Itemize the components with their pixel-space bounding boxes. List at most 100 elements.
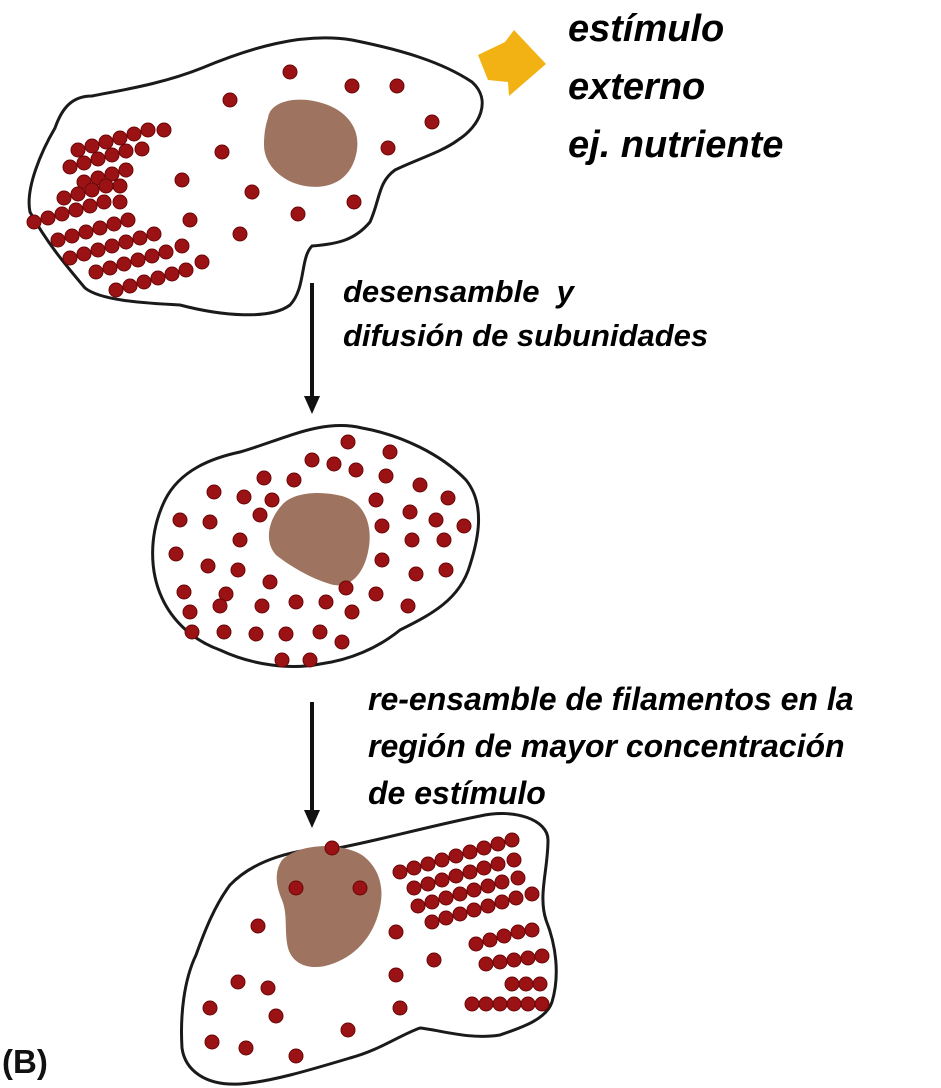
filament	[88, 238, 190, 280]
subunit	[112, 178, 128, 194]
subunit	[412, 477, 428, 493]
subunit	[68, 202, 84, 218]
subunit	[518, 976, 534, 992]
filament	[62, 141, 150, 175]
subunit	[140, 122, 156, 138]
subunit	[490, 856, 506, 872]
subunit	[334, 634, 350, 650]
subunit	[98, 178, 114, 194]
subunit	[146, 226, 162, 242]
subunit	[230, 974, 246, 990]
subunit	[510, 924, 526, 940]
subunit	[346, 194, 362, 210]
step2-caption-line: re-ensamble de filamentos en la	[368, 681, 854, 717]
step1-caption-line: difusión de subunidades	[343, 318, 709, 353]
down-arrow-icon	[304, 283, 320, 414]
subunit	[206, 484, 222, 500]
subunit	[504, 976, 520, 992]
subunit	[184, 624, 200, 640]
subunit	[182, 212, 198, 228]
subunit	[244, 184, 260, 200]
subunit	[236, 489, 252, 505]
subunit	[462, 864, 478, 880]
cell-top-filaments	[26, 122, 210, 298]
subunit	[426, 952, 442, 968]
subunit	[118, 162, 134, 178]
subunit	[260, 980, 276, 996]
subunit	[62, 159, 78, 175]
cell-top	[26, 36, 484, 317]
subunit	[56, 190, 72, 206]
filament	[50, 212, 136, 248]
subunit	[218, 586, 234, 602]
stimulus-caption-line: externo	[568, 66, 706, 108]
subunit	[534, 996, 550, 1012]
down-arrow-icon	[304, 702, 320, 828]
subunit	[466, 902, 482, 918]
subunit	[202, 1000, 218, 1016]
subunit	[448, 848, 464, 864]
subunit	[116, 256, 132, 272]
subunit	[440, 490, 456, 506]
subunit	[40, 210, 56, 226]
subunit	[274, 652, 290, 668]
subunit	[389, 78, 405, 94]
subunit	[150, 270, 166, 286]
subunit	[248, 626, 264, 642]
subunit	[480, 898, 496, 914]
subunit	[144, 248, 160, 264]
panel-label: (B)	[2, 1043, 48, 1080]
subunit	[344, 604, 360, 620]
stimulus-caption-line: ej. nutriente	[568, 124, 784, 166]
subunit	[194, 254, 210, 270]
subunit	[408, 566, 424, 582]
subunit	[438, 890, 454, 906]
subunit	[380, 140, 396, 156]
subunit	[424, 914, 440, 930]
subunit	[352, 880, 368, 896]
subunit	[468, 936, 484, 952]
subunit	[476, 840, 492, 856]
subunit	[400, 598, 416, 614]
subunit	[492, 996, 508, 1012]
stimulus-arrow-icon	[478, 30, 546, 96]
cell-bottom-membrane	[180, 812, 558, 1086]
subunit	[64, 228, 80, 244]
subunit	[482, 932, 498, 948]
subunit	[406, 880, 422, 896]
subunit	[520, 996, 536, 1012]
subunit	[448, 868, 464, 884]
subunit	[524, 922, 540, 938]
subunit	[176, 584, 192, 600]
step2-caption: re-ensamble de filamentos en la región d…	[368, 676, 854, 817]
subunit	[534, 948, 550, 964]
subunit	[344, 78, 360, 94]
subunit	[494, 874, 510, 890]
subunit	[134, 141, 150, 157]
subunit	[122, 278, 138, 294]
subunit	[462, 844, 478, 860]
subunit	[54, 206, 70, 222]
subunit	[112, 130, 128, 146]
subunit	[200, 558, 216, 574]
cell-top-free-subunits	[174, 64, 440, 242]
cell-bottom-free-subunits	[202, 840, 442, 1064]
filament	[392, 832, 520, 880]
filament	[26, 194, 128, 230]
subunit	[282, 64, 298, 80]
subunit	[392, 1000, 408, 1016]
filament	[464, 996, 550, 1012]
subunit	[252, 507, 268, 523]
cell-bottom-nucleus	[276, 846, 382, 968]
filament	[108, 254, 210, 298]
subunit	[88, 264, 104, 280]
subunit	[222, 92, 238, 108]
subunit	[368, 492, 384, 508]
filament	[424, 886, 540, 930]
subunit	[424, 114, 440, 130]
cell-bottom-filaments	[392, 832, 550, 1012]
subunit	[378, 468, 394, 484]
subunit	[256, 470, 272, 486]
step2-caption-line: región de mayor concentración	[368, 728, 845, 764]
cell-bottom	[180, 812, 558, 1086]
